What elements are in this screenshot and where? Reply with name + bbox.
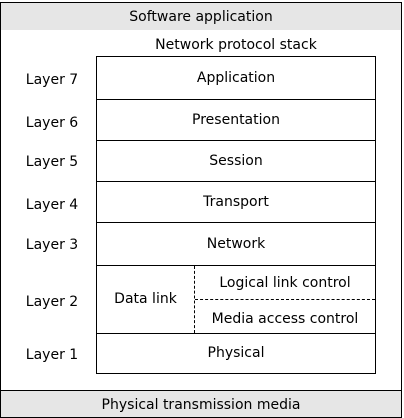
- layer-7-label: Layer 7: [25, 72, 79, 88]
- layer-physical: Physical: [97, 334, 375, 373]
- layer-3-label: Layer 3: [25, 237, 79, 253]
- layer-network-name: Network: [206, 236, 266, 252]
- data-link-dashed-divider: [194, 266, 195, 333]
- layer-session-name: Session: [209, 153, 263, 169]
- data-link-name: Data link: [114, 291, 177, 307]
- mac-sublayer: Media access control: [211, 311, 359, 327]
- layer-4-label: Layer 4: [25, 197, 79, 213]
- layer-6-label: Layer 6: [25, 115, 79, 131]
- layer-session: Session: [97, 141, 375, 182]
- physical-media-band: Physical transmission media: [0, 390, 402, 418]
- stack-title: Network protocol stack: [155, 37, 317, 53]
- layer-network: Network: [97, 223, 375, 266]
- llc-sublayer: Logical link control: [219, 275, 351, 291]
- layer-5-label: Layer 5: [25, 154, 79, 170]
- software-application-band: Software application: [0, 2, 402, 31]
- layer-presentation-name: Presentation: [192, 112, 280, 128]
- protocol-stack: Application Presentation Session Transpo…: [96, 56, 376, 374]
- layer-application: Application: [97, 57, 375, 100]
- layer-2-label: Layer 2: [25, 294, 79, 310]
- software-application-label: Software application: [129, 9, 273, 25]
- layer-presentation: Presentation: [97, 100, 375, 141]
- layer-transport-name: Transport: [203, 194, 269, 210]
- layer-application-name: Application: [196, 70, 276, 86]
- layer-1-label: Layer 1: [25, 347, 79, 363]
- layer-data-link: Data link Logical link control Media acc…: [97, 266, 375, 334]
- physical-media-label: Physical transmission media: [101, 397, 301, 413]
- layer-physical-name: Physical: [207, 345, 265, 361]
- layer-transport: Transport: [97, 182, 375, 223]
- sublayer-dashed-divider: [195, 299, 375, 300]
